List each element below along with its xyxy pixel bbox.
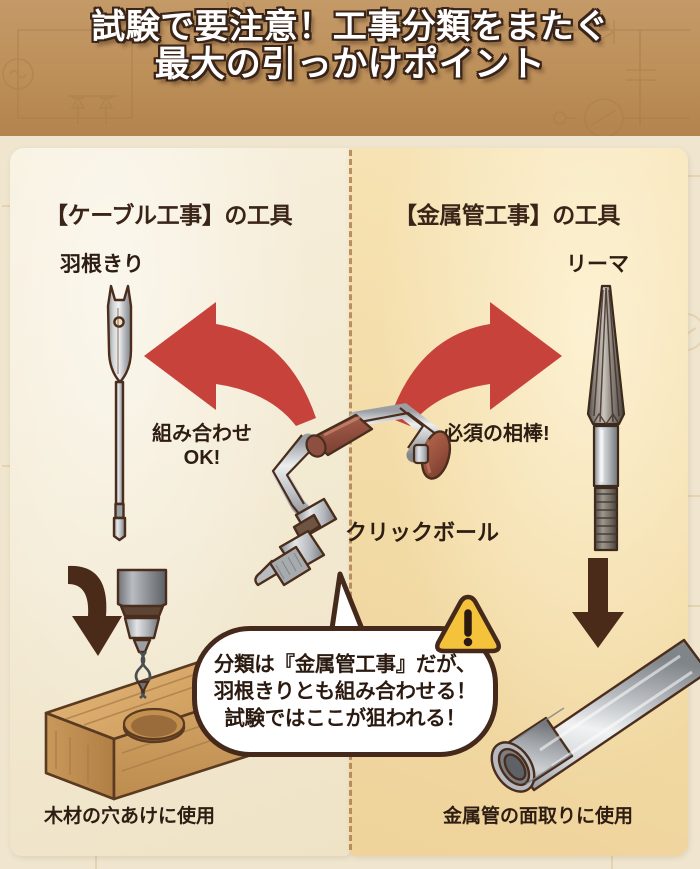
brace-drill-icon <box>254 403 452 587</box>
spade-bit-icon <box>106 284 133 542</box>
down-arrow-pipe-icon <box>572 558 624 648</box>
red-arrow-left-icon <box>144 302 316 426</box>
header-title-line1: 試験で要注意！工事分類をまたぐ <box>91 8 609 46</box>
caption-essential-partner: 必須の相棒! <box>443 422 550 446</box>
label-brace-drill: クリックボール <box>345 520 500 545</box>
metal-conduit-icon <box>490 638 700 793</box>
caption-combination-ok-line1: 組み合わせ <box>152 423 252 445</box>
caption-essential-partner-line1: 必須の相棒! <box>443 423 550 445</box>
caption-pipe-chamfering: 金属管の面取りに使用 <box>443 806 634 827</box>
header-title: 試験で要注意！工事分類をまたぐ 最大の引っかけポイント <box>0 0 700 84</box>
label-reamer: リーマ <box>566 253 629 276</box>
header-title-line2: 最大の引っかけポイント <box>154 44 546 84</box>
heading-cable-work: 【ケーブル工事】の工具 <box>45 202 293 228</box>
red-arrow-right-icon <box>390 302 562 426</box>
label-spade-bit: 羽根きり <box>60 253 144 276</box>
reamer-icon <box>586 284 626 552</box>
caption-combination-ok: 組み合わせ OK! <box>152 422 252 471</box>
down-arrow-wood-icon <box>68 565 122 656</box>
header-banner: 試験で要注意！工事分類をまたぐ 最大の引っかけポイント <box>0 0 700 136</box>
caption-wood-drilling: 木材の穴あけに使用 <box>44 806 216 827</box>
callout-line2: 羽根きりとも組み合わせる！ <box>213 679 477 703</box>
header-circuit-pattern <box>2 2 690 136</box>
callout-line1: 分類は『金属管工事』だが、 <box>213 652 477 676</box>
warning-triangle-icon <box>435 594 501 654</box>
drill-bit-in-wood-icon <box>116 568 168 700</box>
callout-line3: 試験ではここが狙われる！ <box>224 707 466 731</box>
heading-metal-conduit-work: 【金属管工事】の工具 <box>394 202 621 228</box>
caption-combination-ok-line2: OK! <box>183 447 221 470</box>
panel-divider <box>349 150 352 850</box>
